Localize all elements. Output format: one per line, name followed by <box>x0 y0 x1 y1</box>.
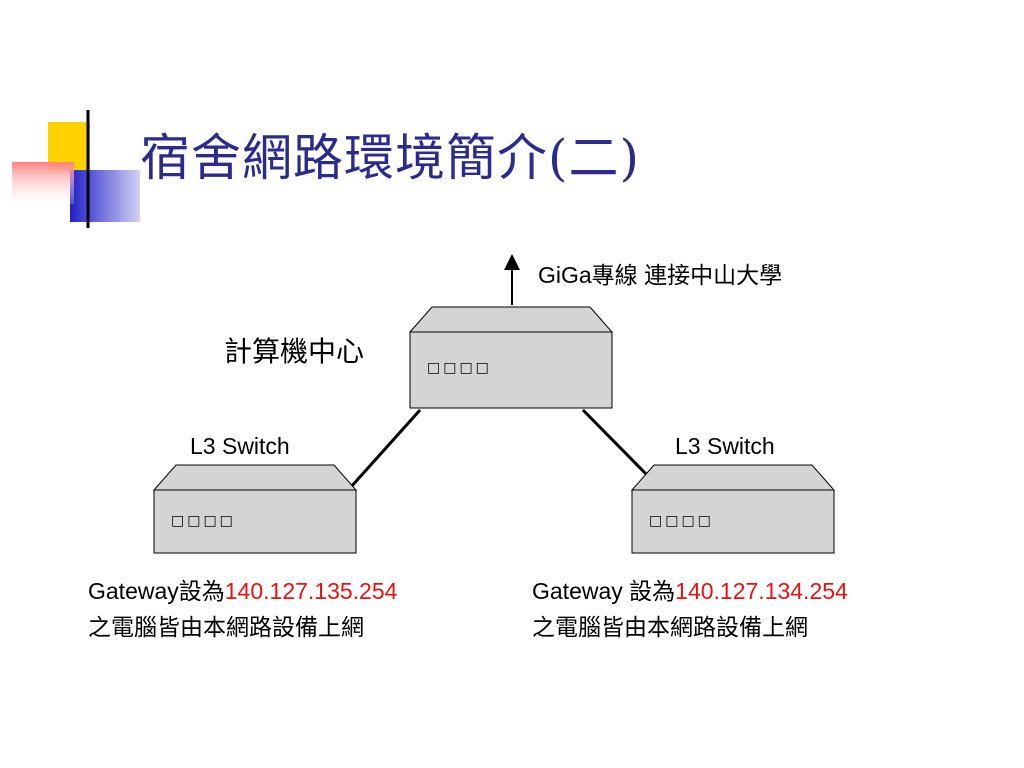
title-decoration <box>12 110 980 228</box>
core-router-ports: □□□□ <box>427 360 492 376</box>
left-switch-device <box>152 464 358 554</box>
right-gateway-ip: 140.127.134.254 <box>675 578 848 604</box>
left-switch-ports: □□□□ <box>171 513 236 529</box>
right-switch-label: L3 Switch <box>675 433 775 459</box>
uplink-label: GiGa專線 連接中山大學 <box>538 262 783 288</box>
link-core-left <box>348 408 422 490</box>
left-switch-label: L3 Switch <box>190 433 290 459</box>
left-gateway-prefix: Gateway設為 <box>88 578 225 604</box>
page-title: 宿舍網路環境簡介(二) <box>140 129 641 187</box>
right-gateway-prefix: Gateway 設為 <box>532 578 676 604</box>
left-gateway-line1: Gateway設為140.127.135.254 <box>88 572 397 606</box>
core-label: 計算機中心 <box>224 335 365 368</box>
deco-red-square <box>12 162 74 204</box>
core-router-device <box>408 306 614 409</box>
right-switch-ports: □□□□ <box>649 513 714 529</box>
left-gateway-line2: 之電腦皆由本網路設備上網 <box>88 615 364 641</box>
left-gateway-ip: 140.127.135.254 <box>224 578 398 604</box>
link-core-right <box>581 408 650 478</box>
right-gateway-line1: Gateway 設為140.127.134.254 <box>532 572 848 606</box>
deco-blue-square <box>70 170 140 222</box>
right-gateway-line2: 之電腦皆由本網路設備上網 <box>532 615 808 641</box>
right-switch-device <box>630 464 836 554</box>
